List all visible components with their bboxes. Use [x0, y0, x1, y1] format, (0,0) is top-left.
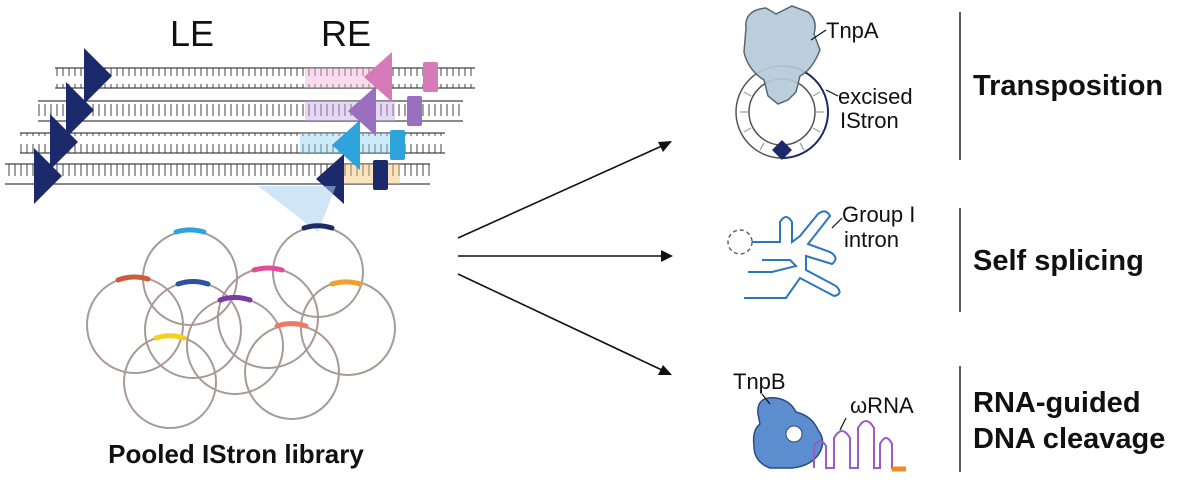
le-markers [34, 48, 112, 204]
barcode-tags [373, 62, 438, 190]
self-splicing-label: Self splicing [973, 245, 1144, 277]
re-label: RE [321, 13, 371, 54]
cleavage-label-line1: RNA-guided [973, 387, 1141, 419]
tnpb-wrna-icon [752, 397, 906, 472]
dna-strand [20, 132, 445, 154]
zoom-wedge [258, 186, 336, 232]
wrna-label: ωRNA [850, 393, 914, 418]
group-i-intron-icon [727, 210, 841, 299]
le-label: LE [170, 13, 214, 54]
transposition-label: Transposition [973, 70, 1163, 102]
plasmid-barcodes [115, 223, 363, 341]
library-label: Pooled IStron library [108, 439, 364, 469]
arrows [457, 141, 673, 375]
dna-strand [5, 163, 430, 185]
group-label-line2: intron [844, 227, 899, 252]
excised-label-line1: excised [838, 84, 913, 109]
tnpb-label: TnpB [733, 369, 786, 394]
re-markers [316, 52, 392, 204]
dna-stack: LE RE [5, 13, 475, 204]
tnpa-circle-icon [735, 5, 830, 160]
plasmid-pool [86, 226, 396, 429]
tnpa-label: TnpA [826, 18, 879, 43]
group-label-line1: Group I [842, 202, 915, 227]
excised-label-line2: IStron [840, 108, 899, 133]
dna-strand [55, 67, 475, 89]
dna-strand [38, 100, 463, 122]
cleavage-label-line2: DNA cleavage [973, 423, 1165, 455]
